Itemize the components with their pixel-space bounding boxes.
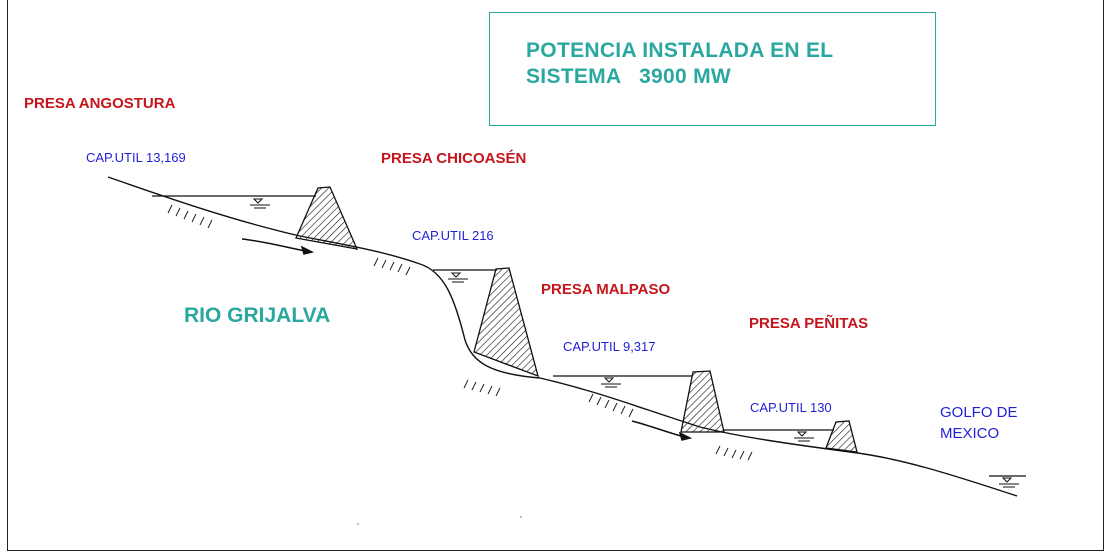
dam-chicoasen — [473, 267, 539, 378]
capacity-label-chicoasen: CAP.UTIL 216 — [412, 228, 494, 243]
capacity-label-angostura: CAP.UTIL 13,169 — [86, 150, 186, 165]
decorative-dots — [357, 516, 522, 525]
terrain-profile — [107, 176, 1018, 497]
water-level-symbols — [250, 198, 1019, 488]
dam-malpaso — [680, 370, 725, 433]
dam-structures — [295, 186, 858, 453]
flow-arrows — [241, 238, 693, 441]
installed-power-box: POTENCIA INSTALADA EN EL SISTEMA 3900 MW — [489, 12, 936, 126]
dam-angostura — [295, 186, 359, 250]
dam-label-chicoasen: PRESA CHICOASÉN — [381, 150, 527, 167]
capacity-label-penitas: CAP.UTIL 130 — [750, 400, 832, 415]
dam-label-penitas: PRESA PEÑITAS — [749, 315, 869, 332]
ground-hatch-marks — [167, 204, 753, 461]
river-label: RIO GRIJALVA — [184, 304, 331, 327]
dam-label-angostura: PRESA ANGOSTURA — [24, 95, 176, 112]
installed-power-line-2: SISTEMA 3900 MW — [526, 65, 732, 88]
capacity-label-malpaso: CAP.UTIL 9,317 — [563, 339, 656, 354]
dam-label-malpaso: PRESA MALPASO — [541, 281, 671, 298]
gulf-label-line-1: GOLFO DE — [940, 404, 1018, 421]
reservoirs — [152, 195, 1026, 477]
diagram-frame — [7, 0, 1104, 551]
gulf-label: GOLFO DE MEXICO — [940, 402, 1018, 444]
installed-power-line-1: POTENCIA INSTALADA EN EL — [526, 39, 834, 62]
gulf-label-line-2: MEXICO — [940, 425, 1000, 442]
dam-penitas — [825, 420, 858, 453]
